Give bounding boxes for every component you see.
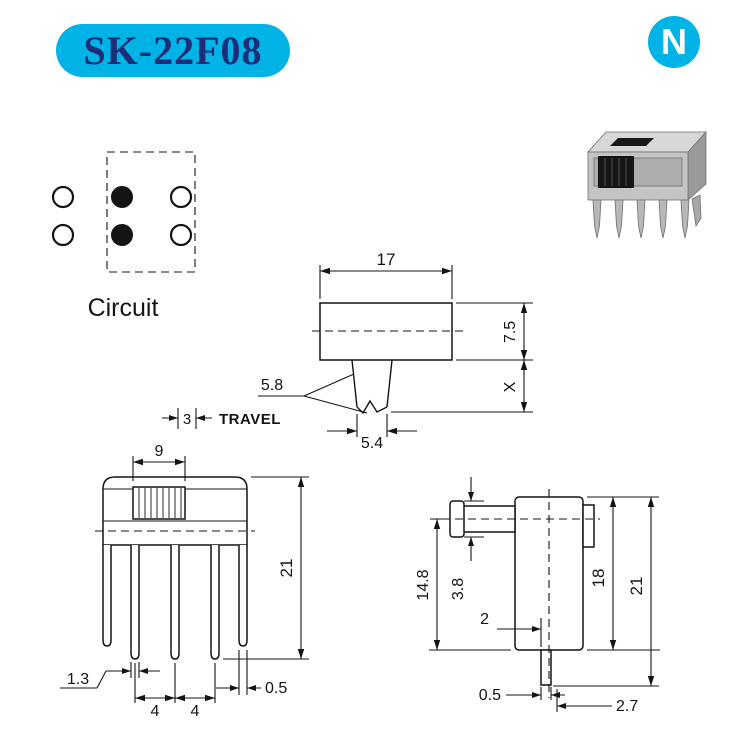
dim-total-height-side-label: 21 — [627, 577, 646, 596]
dim-pin-width-label: 1.3 — [67, 671, 89, 688]
dim-height-label: 7.5 — [502, 321, 519, 343]
brand-logo-letter: N — [661, 21, 687, 62]
travel-label: TRAVEL — [219, 411, 281, 428]
circuit-label: Circuit — [88, 294, 159, 322]
part-number-badge: SK-22F08 — [56, 24, 290, 77]
side-view-drawing: 14.8 3.8 18 21 2 0.5 2.7 — [415, 477, 660, 715]
circuit-slider-dashed-box — [106, 151, 196, 273]
switch-photo — [587, 130, 707, 239]
dim-body-height-label: 18 — [589, 569, 608, 588]
dim-total-height-label: 21 — [277, 559, 296, 578]
dim-knob-width-label: 9 — [155, 443, 164, 460]
dim-pitch-a-label: 4 — [151, 703, 160, 720]
dim-pin-depth-label: 2.7 — [616, 698, 638, 715]
dim-pin-width-side-label: 0.5 — [479, 687, 501, 704]
dim-pitch-b-label: 4 — [191, 703, 200, 720]
dim-stem-width-label: 5.4 — [361, 435, 383, 452]
top-view-drawing: 17 7.5 X 5.8 5.4 3 TRAVEL — [162, 250, 533, 452]
part-number-label: SK-22F08 — [83, 28, 263, 73]
front-view-pin-3 — [210, 545, 220, 660]
top-view-stem — [351, 359, 393, 415]
dim-knob-to-base-label: 14.8 — [415, 569, 432, 600]
switch-knob-top — [610, 138, 654, 146]
dim-knob-dia-label: 3.8 — [450, 578, 467, 600]
brand-logo: N — [648, 16, 700, 68]
dim-x-label: X — [502, 381, 519, 392]
travel-value-label: 3 — [183, 411, 191, 428]
dim-width-label: 17 — [377, 250, 396, 269]
dim-pin-offset-label: 2 — [480, 611, 489, 628]
circuit-diagram: Circuit — [51, 151, 196, 322]
front-view-right-leg — [238, 545, 248, 647]
side-view-pin — [540, 649, 552, 686]
side-view-right-bump — [582, 504, 595, 548]
front-view-knob — [132, 486, 186, 520]
front-view-drawing: 9 21 1.3 4 4 0.5 — [60, 443, 309, 720]
front-view-pin-1 — [130, 545, 140, 660]
front-view-left-leg — [102, 545, 112, 647]
dim-lead-label: 5.8 — [261, 377, 283, 394]
dim-leg-width-label: 0.5 — [265, 680, 287, 697]
front-view-pin-2 — [170, 545, 180, 660]
switch-knob-icon — [598, 156, 634, 188]
switch-pins — [592, 194, 702, 239]
